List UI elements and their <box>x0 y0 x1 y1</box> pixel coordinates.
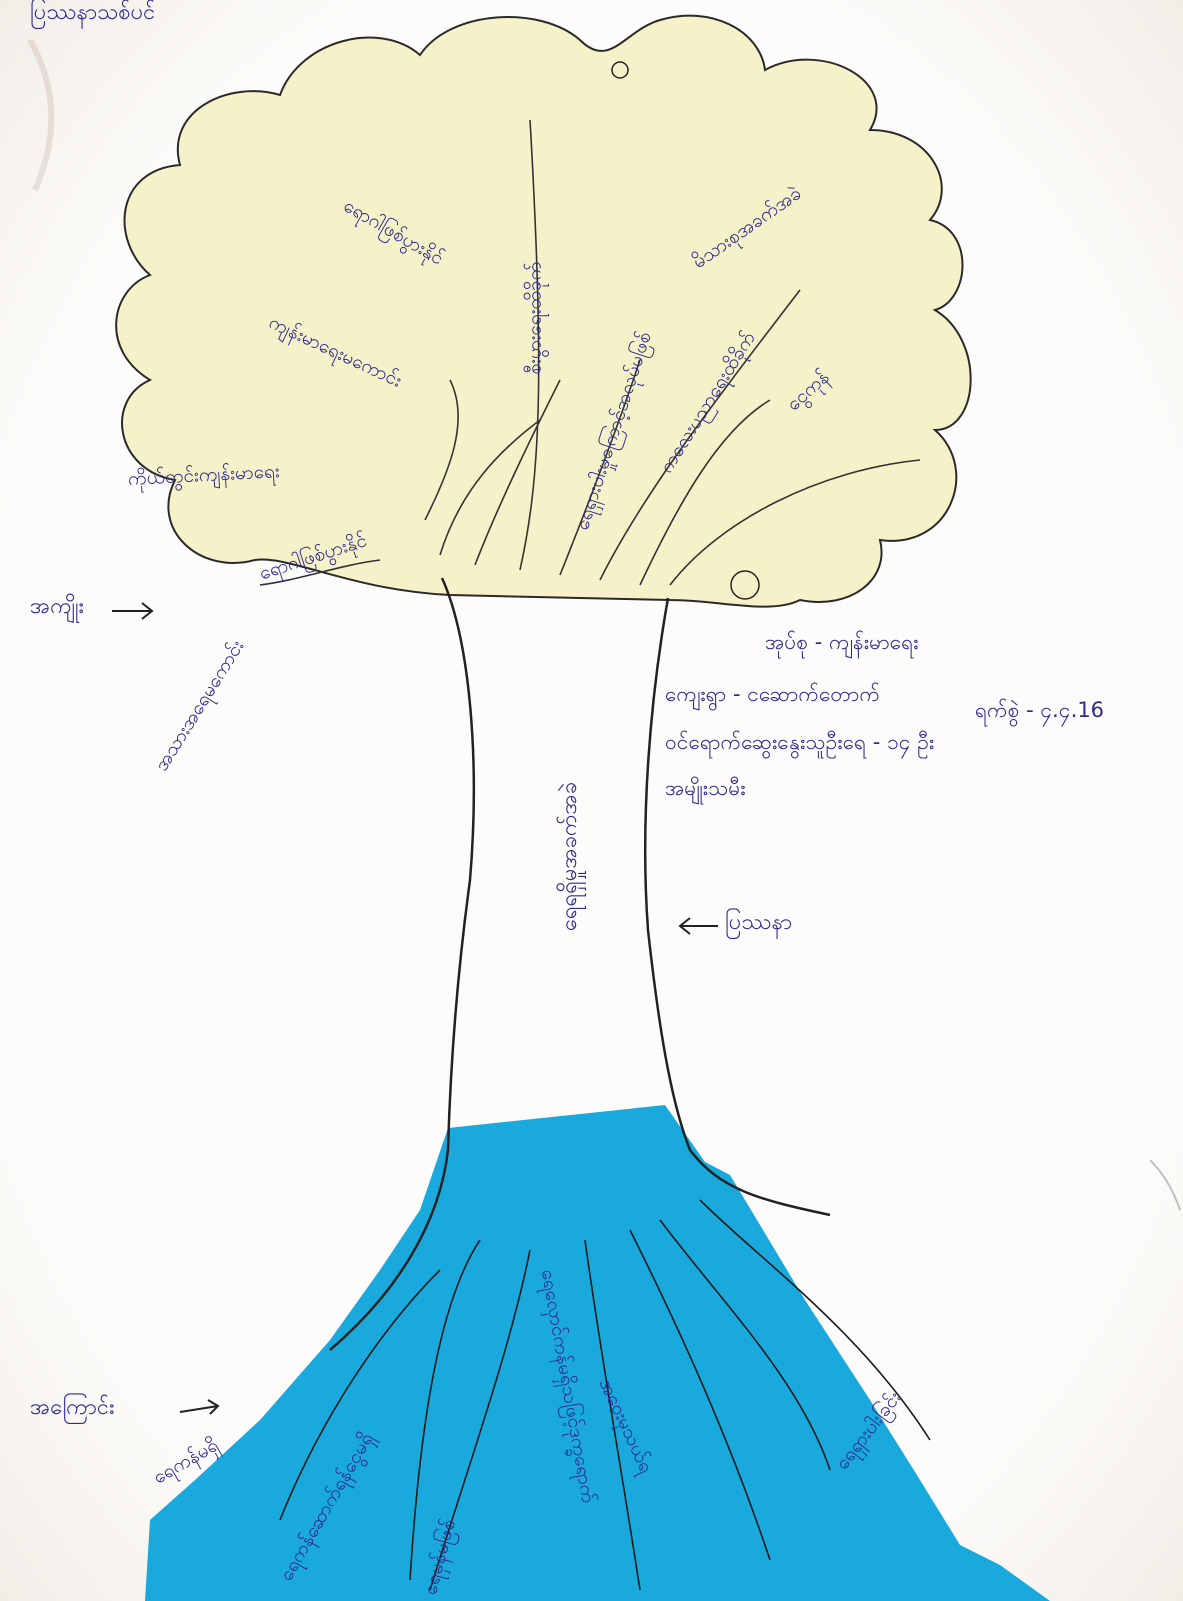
info-village: ကျေးရွာ - ငဆောက်တောက် <box>665 684 880 705</box>
problem-statement: ရေရရှိမှုအခက်အခဲ <box>559 782 581 931</box>
effect-item: စီးပွားရေးထိခိုက် <box>526 262 545 375</box>
problem-side-label: ပြဿနာ <box>725 912 792 934</box>
effects-side-label: အကျိုး <box>30 596 84 618</box>
info-group: အုပ်စု - ကျန်းမာရေး <box>765 632 919 653</box>
diagram-title: ပြဿနာသစ်ပင် <box>30 2 155 24</box>
info-participants: ဝင်ရောက်ဆွေးနွေးသူဦးရေ - ၁၄ ဦး <box>665 732 934 753</box>
info-date: ရက်စွဲ - ၄.၄.16 <box>975 700 1104 721</box>
causes-side-label: အကြောင်း <box>30 1397 115 1419</box>
info-sex: အမျိုးသမီး <box>665 778 746 799</box>
